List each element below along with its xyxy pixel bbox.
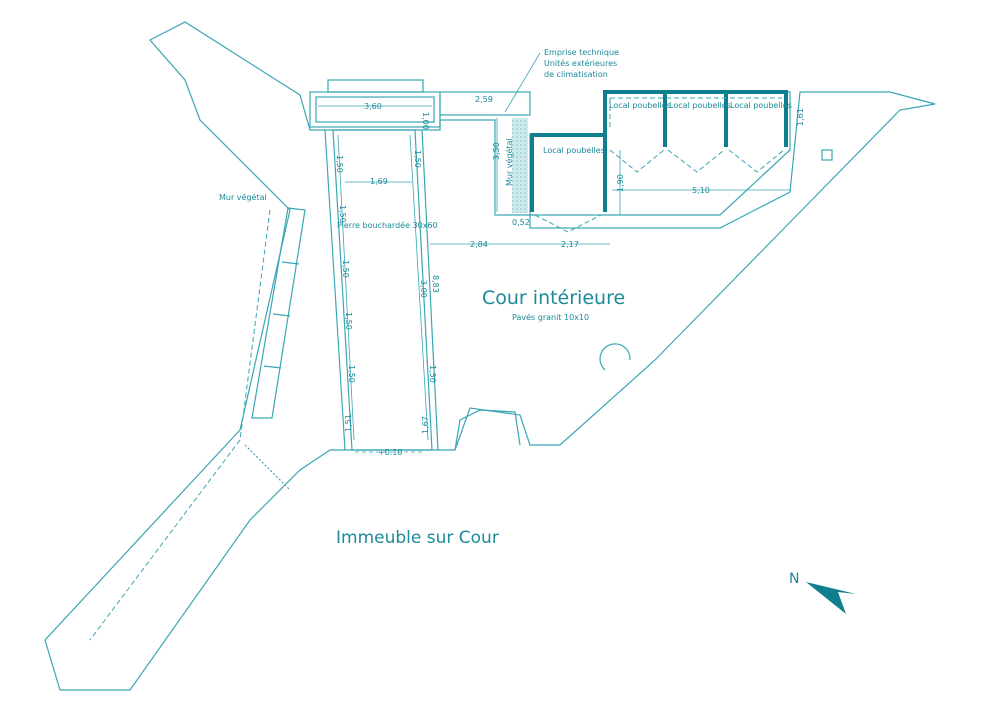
bin-label: Local poubelles <box>730 101 792 110</box>
dim-1-50: 1,50 <box>335 155 344 173</box>
green-wall-right <box>512 118 528 213</box>
green-wall-left <box>251 207 306 419</box>
dim-1-50: 1,50 <box>428 365 437 383</box>
dim-1-50: 1,50 <box>338 205 347 223</box>
dim-1-51: 1,51 <box>344 414 353 432</box>
dim-1-50: 1,50 <box>344 312 353 330</box>
courtyard-title: Cour intérieure <box>482 287 625 309</box>
dim-1-67: 1,67 <box>421 416 430 434</box>
dim-1-69: 1,69 <box>370 177 388 186</box>
dim-8-83: 8,83 <box>431 275 440 293</box>
dim-1-00: 1,00 <box>421 112 430 130</box>
building-label: Immeuble sur Cour <box>336 528 499 548</box>
dim-1-61: 1,61 <box>796 108 805 126</box>
dim-0-52: 0,52 <box>512 218 530 227</box>
dim-2-59: 2,59 <box>475 95 493 104</box>
dim-2-17: 2,17 <box>561 240 579 249</box>
technical-label-1: Emprise technique <box>544 48 619 57</box>
technical-area <box>439 91 531 116</box>
bin-label: Local poubelles <box>669 101 731 110</box>
dimension-lines <box>318 105 790 453</box>
dim-1-90: 1,90 <box>616 174 625 192</box>
dim-3-60: 3,60 <box>364 102 382 111</box>
technical-label-3: de climatisation <box>544 70 608 79</box>
walkway <box>332 129 433 451</box>
dimension-labels: 3,60 1,00 2,59 3,50 1,69 1,50 1,50 1,50 … <box>335 95 805 457</box>
bin-label: Local poubelles <box>609 101 671 110</box>
dim-3-00: 3,00 <box>419 280 428 298</box>
north-label: N <box>789 571 799 587</box>
courtyard-paving <box>44 21 936 691</box>
north-arrow: N <box>789 571 856 614</box>
north-arrow-icon <box>806 582 856 614</box>
dim-5-10: 5,10 <box>692 186 710 195</box>
technical-label-2: Unités extérieures <box>544 58 617 68</box>
bin-label: Local poubelles <box>543 146 605 155</box>
green-wall-left-label: Mur végétal <box>219 192 267 202</box>
dim-plus-0-10: +0.10 <box>378 448 403 457</box>
walkway-label: Pierre bouchardée 30x60 <box>337 220 438 230</box>
dim-3-50: 3,50 <box>492 142 501 160</box>
dim-2-84: 2,84 <box>470 240 488 249</box>
dim-1-50: 1,50 <box>347 365 356 383</box>
dim-1-50: 1,50 <box>341 260 350 278</box>
dim-1-50: 1,50 <box>413 150 422 168</box>
green-wall-right-label: Mur végétal <box>504 138 514 186</box>
courtyard-paving-label: Pavés granit 10x10 <box>512 312 589 322</box>
